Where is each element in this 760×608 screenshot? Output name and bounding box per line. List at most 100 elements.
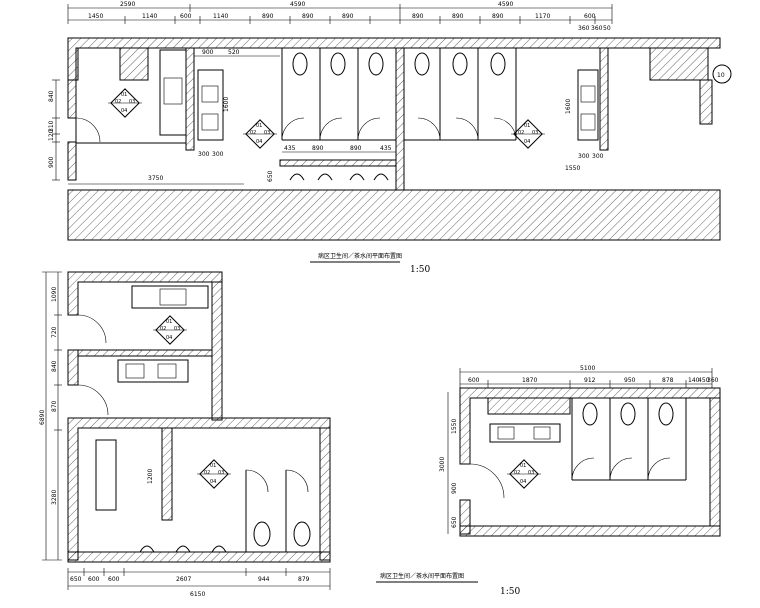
svg-text:02: 02 [115,99,121,105]
svg-text:02: 02 [514,470,520,476]
toilet-icon [330,52,346,76]
urinal-icon [211,545,227,553]
toilet-icon [582,402,598,426]
lp-basin-1 [125,363,145,379]
svg-text:03: 03 [218,470,224,476]
dim-lp-879: 879 [298,576,310,583]
wall-right [699,79,713,125]
basin-right-2 [580,113,596,131]
plan-left: 1090 720 840 870 6890 3280 [39,271,331,598]
dim-lp-870: 870 [51,400,58,412]
dim-inner-300b: 300 [212,151,224,158]
wall-block-right [649,47,709,81]
lp-wall-left-mid [67,349,79,386]
lp-wall-inner [161,427,173,521]
dim-rp-878: 878 [662,377,674,384]
dim-rp-1870: 1870 [522,377,537,384]
wall-top [67,37,721,81]
urinals [289,173,389,181]
lp-vanity [117,359,189,383]
dim-inner-520: 520 [228,49,240,56]
svg-text:04: 04 [210,479,216,485]
svg-text:03: 03 [129,99,135,105]
dim-top-4590a: 4590 [290,1,305,8]
dim-rp-360: 360 [707,377,719,384]
dim-lp-2607: 2607 [176,576,191,583]
dim-lp-840: 840 [51,360,58,372]
svg-text:04: 04 [166,335,172,341]
toilet-icon [292,52,308,76]
dim-bottom-3750: 3750 [148,175,163,182]
dim-top-890e: 890 [452,13,464,20]
svg-text:04: 04 [520,479,526,485]
svg-text:01: 01 [166,319,172,325]
axis-label: 10 [717,72,725,79]
dim-rp-140: 140 [688,377,700,384]
elevation-tag: 01 02 03 04 [511,119,545,149]
dim-top-4590b: 4590 [498,1,513,8]
dim-inner-435b: 435 [380,145,392,152]
wall-center [395,47,405,191]
door-swing [77,384,109,416]
rp-vanity [489,423,561,443]
plan-right-dimensions: 5100 600 1870 912 950 878 140 450 360 15… [439,365,719,534]
dim-left-120: 120 [48,129,55,141]
dim-top-600b: 600 [584,13,596,20]
svg-text:01: 01 [256,123,262,129]
toilet-icon [293,521,311,547]
dim-top-1450: 1450 [88,13,103,20]
basin-left-1 [201,85,219,103]
urinal-icon [139,545,155,553]
lp-counter [131,285,209,309]
toilet-icon [414,52,430,76]
dim-left-310: 310 [48,120,55,132]
plan-top: 2590 1450 1140 600 1140 890 890 890 4590… [48,1,732,275]
svg-text:03: 03 [264,130,270,136]
svg-text:01: 01 [524,123,530,129]
dim-rp-5100: 5100 [580,365,595,372]
stalls-left [281,48,396,141]
plan-top-scale: 1:50 [410,265,430,275]
dim-top-1170: 1170 [535,13,550,20]
lp-wall-right-upper [211,281,223,421]
plan-top-title: 病区卫生间／茶水间平面布置图 [318,252,402,260]
plan-right: 5100 600 1870 912 950 878 140 450 360 15… [376,365,721,597]
wall-urinal [279,159,397,167]
basin-right-1 [580,85,596,103]
dim-lp-6150: 6150 [190,591,205,598]
dim-top-1140b: 1140 [213,13,228,20]
toilet-icon [490,52,506,76]
dim-inner-300a: 300 [198,151,210,158]
dim-inner-900: 900 [202,49,214,56]
svg-text:01: 01 [210,463,216,469]
vanity-right [577,69,599,141]
lp-basin-2 [157,363,177,379]
dim-lp-1090: 1090 [51,287,58,302]
urinal-icon [175,545,191,553]
dim-lp-3280: 3280 [51,490,58,505]
rp-basin-1 [497,426,515,440]
dim-top-2590: 2590 [120,1,135,8]
door-swing [75,117,101,143]
lp-wall-divider [77,349,213,357]
toilet-icon [620,402,636,426]
vanity-left [197,69,224,141]
basin-left-2 [201,113,219,131]
lp-sink [159,288,187,306]
rp-wall-top [459,387,721,465]
dim-inner-300d: 300 [592,153,604,160]
plan-left-bottom-dimensions: 650 600 600 2607 944 879 6150 [67,568,331,598]
door-swing [77,314,107,344]
wall-left-a [67,79,77,119]
dim-top-890a: 890 [262,13,274,20]
dim-rp-3000: 3000 [439,457,446,472]
dim-inner-435a: 435 [284,145,296,152]
dim-left-900: 900 [48,156,55,168]
dim-top-1140: 1140 [142,13,157,20]
plan-left-dimensions: 1090 720 840 870 6890 3280 [39,271,62,561]
dim-top-50: 50 [603,25,611,32]
dim-top-360b: 360 [591,25,603,32]
plan-right-scale: 1:50 [500,587,520,597]
wall-mid-right [599,47,609,151]
